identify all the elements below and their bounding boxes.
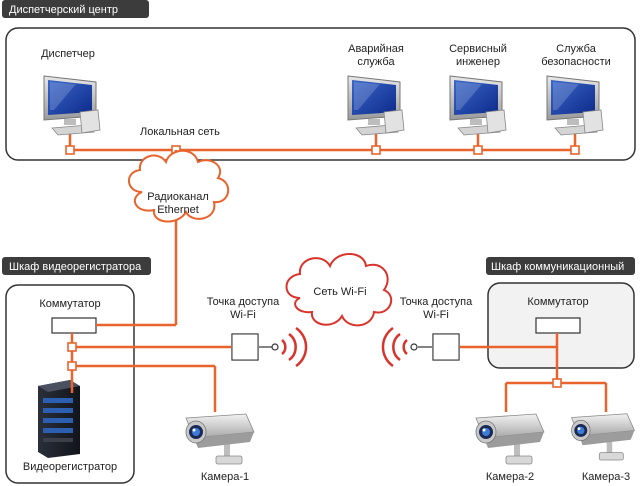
antenna-dot [410, 343, 418, 351]
recorder-cabinet-title-tag [2, 257, 151, 275]
label-line: Аварийная [348, 43, 404, 55]
lan-node [371, 145, 381, 155]
switch-label: Коммутатор [527, 296, 588, 308]
dispatch-center-title-tag [2, 0, 149, 18]
label-line: Wi-Fi [230, 309, 256, 321]
recorder-cabinet-title: Шкаф видеорегистратора [9, 261, 142, 273]
dispatch-center-title: Диспетчерский центр [9, 4, 118, 16]
link-node [67, 342, 77, 352]
lan-node [570, 145, 580, 155]
label-line: Радиоканал [147, 191, 209, 203]
label-line: Точка доступа [400, 296, 473, 308]
comm-cabinet: Шкаф коммуникационный Коммутатор [486, 257, 635, 369]
cloud-icon [285, 253, 393, 327]
lan-label: Локальная сеть [140, 126, 220, 138]
cloud-icon [128, 149, 229, 223]
label-line: Диспетчер [41, 48, 95, 60]
link-node [552, 378, 562, 388]
comm-cabinet-title-tag [486, 257, 635, 275]
camera-1: Камера-1 [185, 413, 255, 483]
camera-3: Камера-3 [571, 413, 635, 483]
camera-label: Камера-1 [201, 471, 249, 483]
label-line: Wi-Fi [423, 309, 449, 321]
antenna-dot [271, 343, 279, 351]
server-icon [38, 380, 80, 458]
label-line: Сервисный [449, 43, 507, 55]
comm-links [460, 333, 608, 412]
label-line: Ethernet [157, 204, 199, 216]
camera-2: Камера-2 [475, 413, 545, 483]
local-network-links: Локальная сеть [65, 126, 580, 155]
recorder-links [67, 323, 231, 412]
dispatch-center-panel: Диспетчерский центр [2, 0, 636, 161]
label-line: Точка доступа [207, 296, 280, 308]
label-line: Служба [556, 43, 597, 55]
camera-label: Камера-3 [582, 471, 630, 483]
wifi-waves-icon [381, 326, 408, 368]
lan-node [65, 145, 75, 155]
lan-node [473, 145, 483, 155]
dispatch-center-frame [5, 27, 636, 161]
workstation-label: Диспетчер [41, 48, 95, 60]
switch-box [51, 317, 97, 334]
label-line: инженер [456, 56, 500, 68]
camera-icon [185, 413, 255, 465]
access-point-icon [432, 333, 460, 361]
label-line: безопасности [541, 56, 611, 68]
workstation-dispatcher: Диспетчер [41, 48, 101, 136]
switch-label: Коммутатор [39, 298, 100, 310]
comm-cabinet-title: Шкаф коммуникационный [491, 261, 624, 273]
recorder-label: Видеорегистратор [23, 461, 117, 473]
wifi-network: Сеть Wi-Fi [285, 253, 393, 327]
camera-icon [571, 413, 635, 461]
wifi-cloud-label: Сеть Wi-Fi [313, 286, 366, 298]
label-line: служба [357, 56, 395, 68]
wifi-waves-icon [281, 326, 308, 368]
access-point-icon [231, 333, 259, 361]
switch-box [535, 317, 581, 334]
camera-icon [475, 413, 545, 465]
link-node [67, 361, 77, 371]
recorder-cabinet: Шкаф видеорегистратора Коммутатор Видеор… [2, 257, 151, 484]
camera-label: Камера-2 [486, 471, 534, 483]
